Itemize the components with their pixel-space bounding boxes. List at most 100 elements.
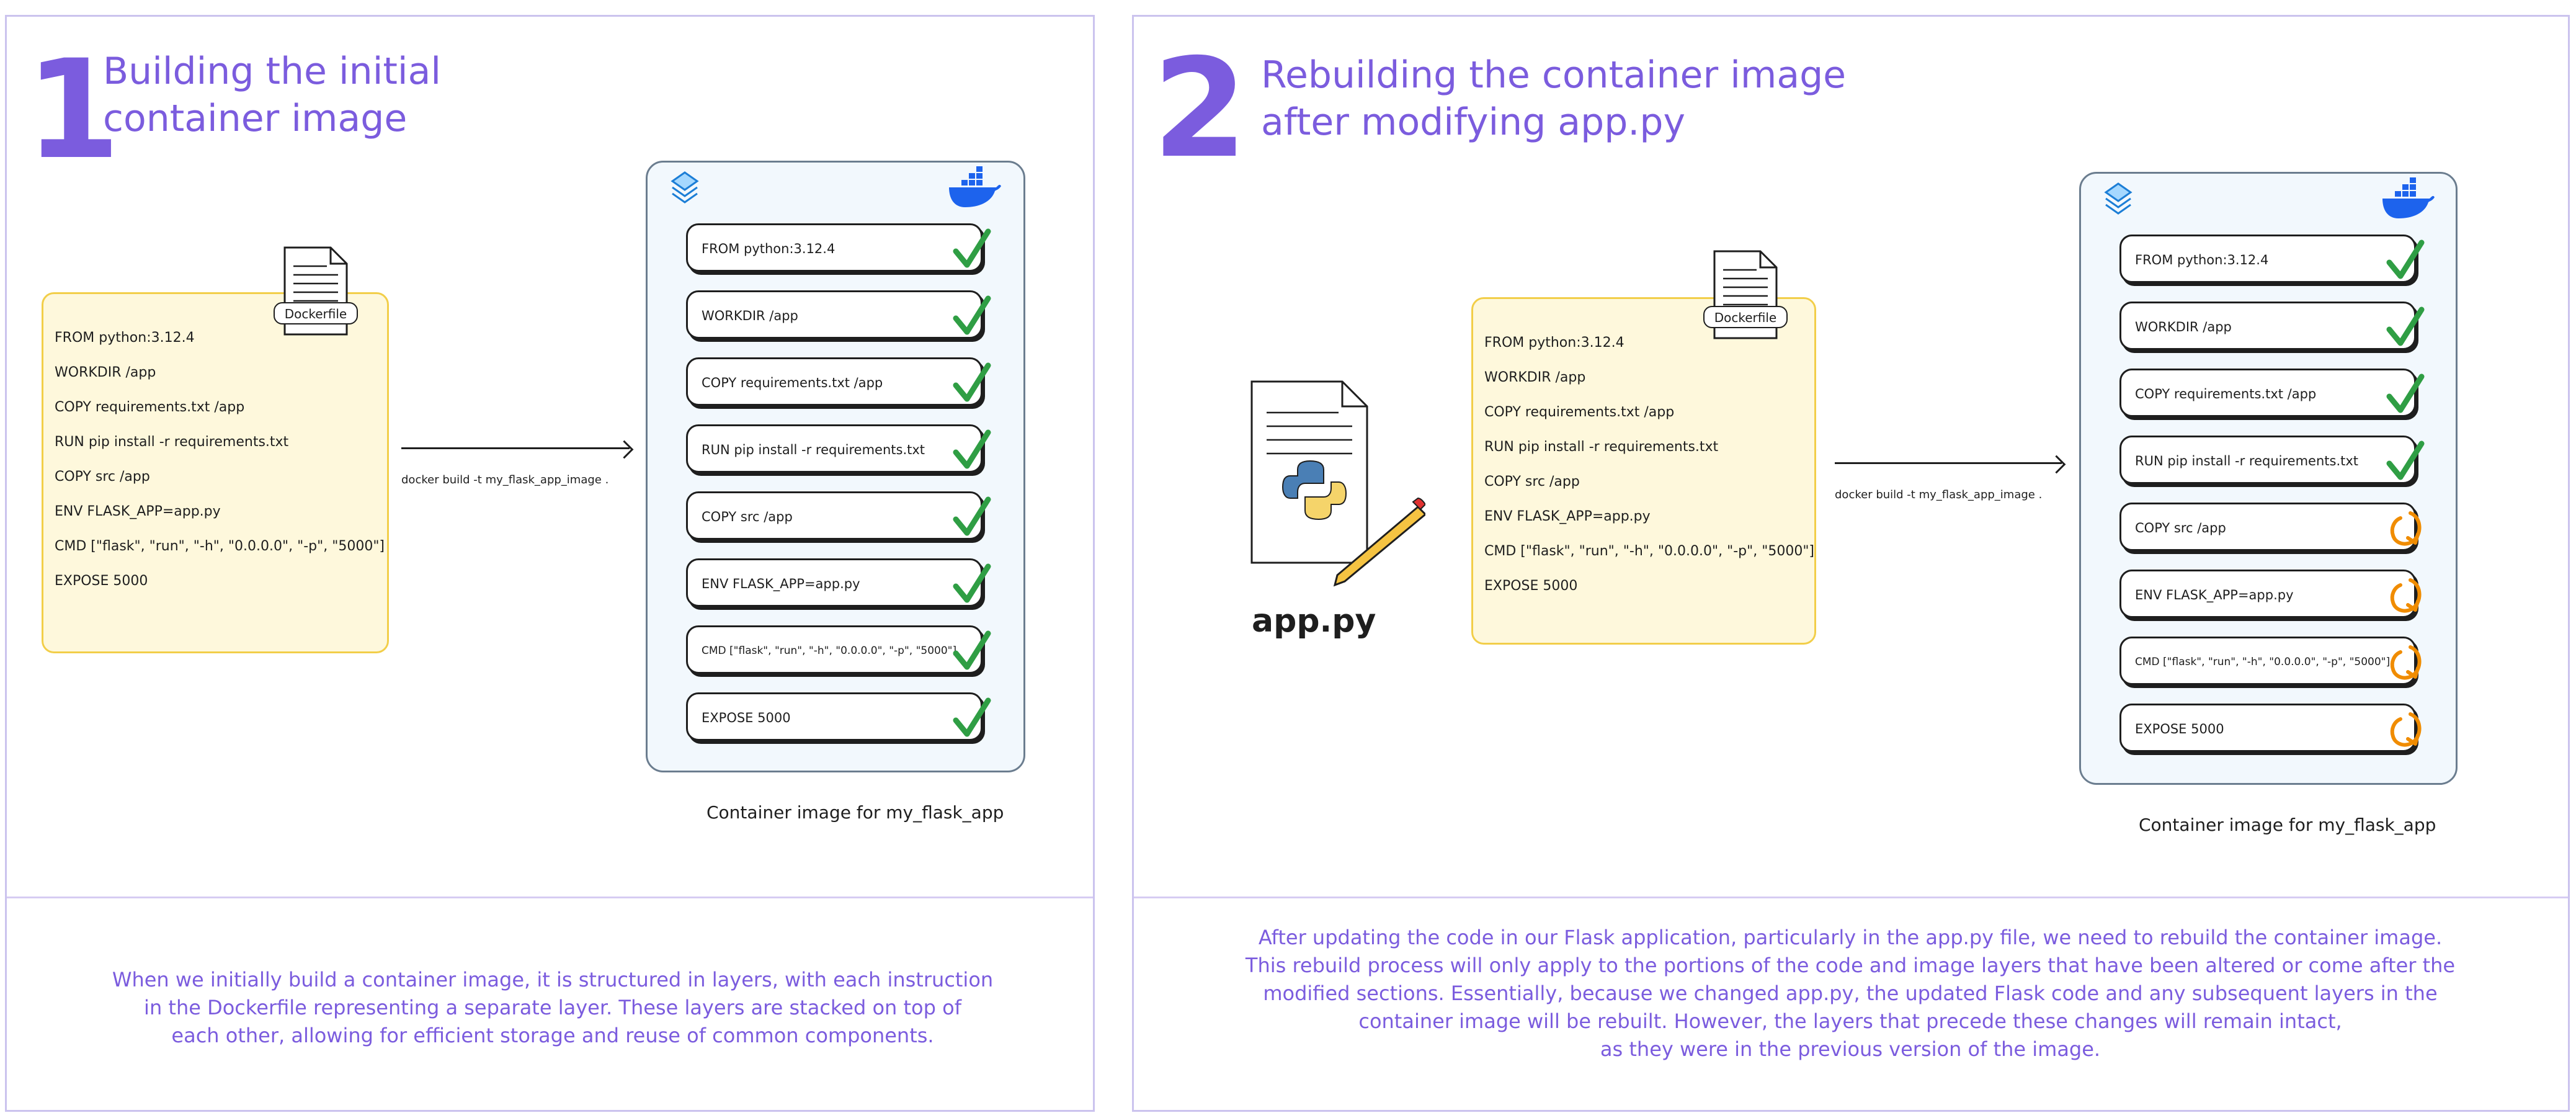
layer-instruction: COPY requirements.txt /app — [702, 375, 883, 390]
image-layer: FROM python:3.12.4 — [686, 223, 991, 272]
dockerfile-line: RUN pip install -r requirements.txt — [55, 434, 289, 450]
image-layer: ENV FLASK_APP=app.py — [2119, 570, 2422, 618]
dockerfile-line: EXPOSE 5000 — [55, 573, 148, 589]
layer-instruction: RUN pip install -r requirements.txt — [702, 442, 925, 457]
dockerfile-line: CMD ["flask", "run", "-h", "0.0.0.0", "-… — [1484, 543, 1815, 559]
dockerfile-icon: Dockerfile — [274, 245, 358, 337]
container-caption: Container image for my_flask_app — [2139, 815, 2436, 835]
layer-instruction: RUN pip install -r requirements.txt — [2135, 454, 2359, 468]
checkmark-icon — [952, 295, 992, 338]
dockerfile-line: ENV FLASK_APP=app.py — [55, 504, 221, 519]
layer-instruction: EXPOSE 5000 — [702, 710, 791, 725]
layer-instruction: WORKDIR /app — [2135, 320, 2232, 334]
checkmark-icon — [2386, 373, 2425, 416]
image-layer: COPY src /app — [2119, 503, 2422, 551]
description-line: each other, allowing for efficient stora… — [171, 1024, 934, 1047]
layer-instruction: ENV FLASK_APP=app.py — [2135, 588, 2294, 602]
checkmark-icon — [952, 429, 992, 472]
dockerfile-icon: Dockerfile — [1703, 249, 1788, 341]
checkmark-icon — [2386, 239, 2425, 282]
image-layer: COPY requirements.txt /app — [2119, 369, 2425, 417]
panel-rebuilding-image: 2 Rebuilding the container image after m… — [1132, 15, 2570, 1112]
dockerfile-line: ENV FLASK_APP=app.py — [1484, 509, 1651, 524]
dockerfile-line: FROM python:3.12.4 — [55, 330, 195, 346]
docker-whale-icon — [2382, 177, 2435, 218]
step-number: 2 — [1152, 29, 1248, 188]
panel-title: Building the initial container image — [103, 50, 442, 140]
image-layer: RUN pip install -r requirements.txt — [686, 424, 991, 473]
dockerfile-label: Dockerfile — [1703, 306, 1788, 328]
layer-instruction: COPY requirements.txt /app — [2135, 387, 2317, 401]
layer-instruction: CMD ["flask", "run", "-h", "0.0.0.0", "-… — [2135, 656, 2391, 668]
image-layer: CMD ["flask", "run", "-h", "0.0.0.0", "-… — [2119, 637, 2422, 685]
python-logo-icon — [1281, 460, 1347, 521]
layers-icon — [2104, 182, 2133, 215]
panel-divider — [7, 897, 1093, 898]
build-arrow — [401, 447, 630, 449]
image-layer: COPY src /app — [686, 491, 991, 540]
image-layer: EXPOSE 5000 — [686, 692, 991, 741]
description-line: After updating the code in our Flask app… — [1258, 926, 2443, 949]
description-line: container image will be rebuilt. However… — [1358, 1009, 2342, 1033]
description-line: This rebuild process will only apply to … — [1245, 954, 2456, 977]
layer-instruction: ENV FLASK_APP=app.py — [702, 576, 860, 591]
description-line: modified sections. Essentially, because … — [1263, 982, 2438, 1005]
checkmark-icon — [952, 630, 992, 673]
python-file-icon — [1250, 380, 1427, 587]
dockerfile-line: WORKDIR /app — [1484, 370, 1586, 385]
image-layer: EXPOSE 5000 — [2119, 704, 2422, 752]
layer-instruction: FROM python:3.12.4 — [2135, 253, 2269, 267]
build-command: docker build -t my_flask_app_image . — [401, 473, 609, 486]
image-layer: ENV FLASK_APP=app.py — [686, 558, 991, 607]
dockerfile-line: WORKDIR /app — [55, 365, 156, 380]
layer-instruction: COPY src /app — [702, 509, 793, 524]
layers-icon — [671, 171, 699, 203]
app-py-file — [1246, 377, 1427, 590]
build-arrow — [1835, 462, 2062, 464]
checkmark-icon — [952, 697, 992, 740]
image-layer: RUN pip install -r requirements.txt — [2119, 436, 2425, 484]
layer-instruction: WORKDIR /app — [702, 308, 798, 323]
checkmark-icon — [952, 563, 992, 606]
panel-description: When we initially build a container imag… — [44, 966, 1061, 1050]
checkmark-icon — [2386, 440, 2425, 483]
dockerfile-line: COPY src /app — [55, 469, 150, 485]
panel-title: Rebuilding the container image after mod… — [1261, 53, 1847, 144]
description-line: When we initially build a container imag… — [112, 968, 994, 991]
build-command: docker build -t my_flask_app_image . — [1835, 488, 2043, 501]
description-line: as they were in the previous version of … — [1600, 1037, 2101, 1061]
layer-instruction: COPY src /app — [2135, 521, 2226, 535]
panel-divider — [1134, 897, 2568, 898]
dockerfile-line: COPY src /app — [1484, 474, 1580, 490]
dockerfile-line: FROM python:3.12.4 — [1484, 335, 1624, 351]
refresh-icon — [2386, 641, 2425, 684]
panel-building-initial-image: 1 Building the initial container image F… — [5, 15, 1095, 1112]
step-number: 1 — [25, 30, 121, 189]
dockerfile-label: Dockerfile — [274, 302, 358, 324]
checkmark-icon — [952, 228, 992, 271]
dockerfile-line: CMD ["flask", "run", "-h", "0.0.0.0", "-… — [55, 539, 385, 554]
refresh-icon — [2386, 708, 2425, 751]
layer-instruction: FROM python:3.12.4 — [702, 241, 836, 256]
docker-whale-icon — [949, 166, 1001, 207]
checkmark-icon — [952, 496, 992, 539]
dockerfile-line: RUN pip install -r requirements.txt — [1484, 439, 1719, 455]
layer-instruction: CMD ["flask", "run", "-h", "0.0.0.0", "-… — [702, 645, 957, 657]
dockerfile-line: EXPOSE 5000 — [1484, 578, 1578, 594]
dockerfile-line: COPY requirements.txt /app — [55, 400, 245, 415]
checkmark-icon — [2386, 306, 2425, 349]
pencil-icon — [1333, 497, 1427, 587]
panel-description: After updating the code in our Flask app… — [1146, 924, 2554, 1063]
description-line: in the Dockerfile representing a separat… — [144, 996, 961, 1019]
image-layer: WORKDIR /app — [2119, 302, 2425, 350]
image-layer: FROM python:3.12.4 — [2119, 235, 2425, 283]
layer-instruction: EXPOSE 5000 — [2135, 722, 2224, 736]
container-caption: Container image for my_flask_app — [706, 802, 1004, 823]
image-layer: WORKDIR /app — [686, 290, 991, 339]
refresh-icon — [2386, 574, 2425, 617]
app-py-label: app.py — [1252, 602, 1376, 640]
